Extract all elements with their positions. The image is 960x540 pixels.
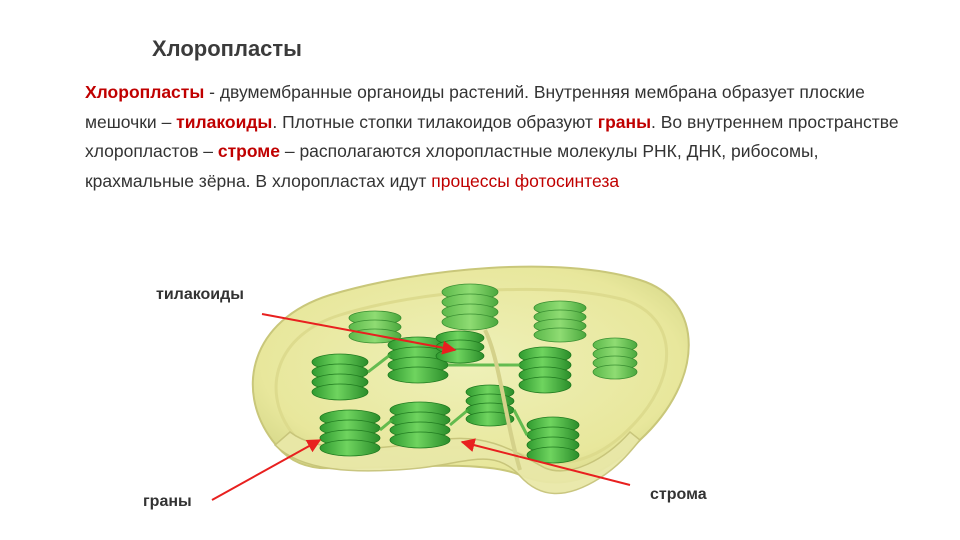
term-grana: граны — [597, 111, 652, 132]
text-part-4: – располагаются хлоропластные молекулы Р… — [85, 141, 819, 191]
text-part-2: . Плотные стопки тилакоидов образуют — [272, 111, 598, 132]
granum-stack — [592, 337, 638, 380]
term-chloroplasts: Хлоропласты — [85, 82, 205, 102]
arrow-thylakoids — [261, 313, 457, 355]
slide-title: Хлоропласты — [152, 36, 302, 61]
text-part-1: - двумембранные органоиды растений. Внут… — [85, 82, 865, 132]
arrow-stroma — [460, 438, 631, 486]
label-stroma: строма — [650, 486, 707, 503]
granum-stack — [441, 283, 499, 331]
definition-paragraph: Хлоропласты - двумембранные органоиды ра… — [85, 78, 925, 196]
term-stroma: строме — [217, 141, 280, 161]
granum-stack — [526, 416, 580, 464]
granum-stack — [518, 346, 572, 394]
label-thylakoids: тилакоиды — [156, 286, 244, 303]
arrow-grana — [211, 439, 322, 501]
term-photosynthesis: процессы фотосинтеза — [431, 170, 620, 191]
granum-stack — [389, 401, 451, 449]
label-grana: граны — [143, 493, 192, 510]
term-thylakoids: тилакоиды — [176, 111, 273, 132]
granum-stack — [319, 409, 381, 457]
granum-stack — [311, 353, 369, 401]
text-part-3: . Во внутреннем пространстве хлоропласто… — [85, 111, 899, 162]
granum-stack — [533, 300, 587, 343]
